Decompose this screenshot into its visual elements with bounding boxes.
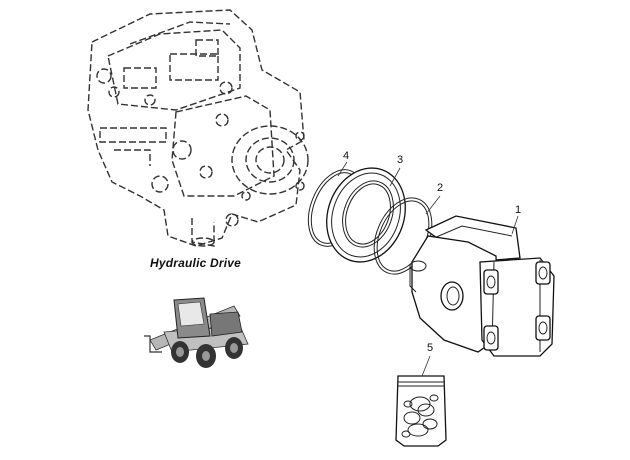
telehandler-icon	[144, 297, 249, 368]
gear-pump-1	[409, 215, 555, 357]
drive-caption: Hydraulic Drive	[150, 256, 242, 270]
callout-5: 5	[427, 342, 434, 354]
callout-1: 1	[515, 204, 522, 216]
callout-2: 2	[437, 182, 444, 194]
leader-lines	[337, 161, 519, 377]
callout-4: 4	[343, 150, 350, 162]
callout-3: 3	[397, 154, 404, 166]
hydraulic-drive-assembly	[87, 9, 309, 247]
seal-kit-bag-5	[395, 375, 447, 447]
seal-ring-3	[326, 167, 406, 263]
